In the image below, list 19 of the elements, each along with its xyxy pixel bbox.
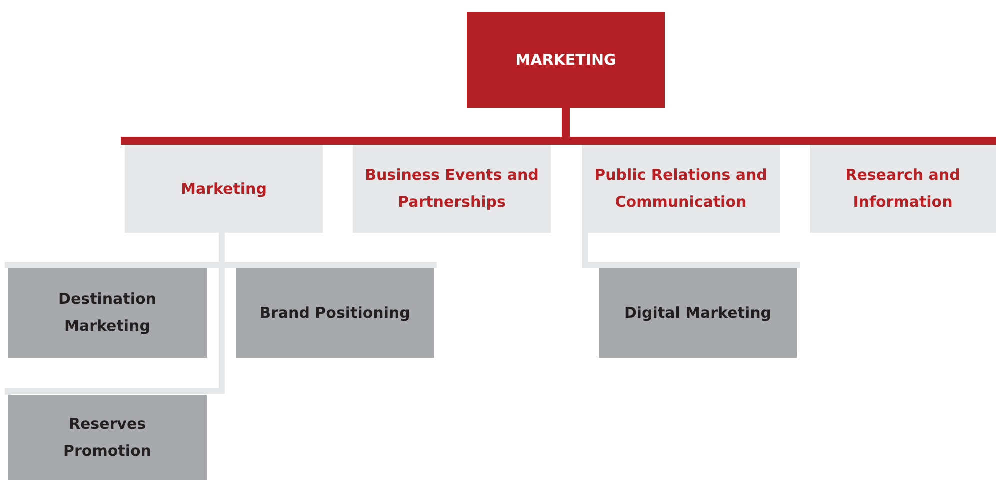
box-label: Research and Information: [844, 165, 962, 213]
department-box: [810, 145, 996, 233]
department-box: [125, 145, 323, 233]
unit-box: [236, 268, 434, 358]
box-label: Public Relations and Communication: [594, 165, 768, 213]
box-label: Marketing: [181, 178, 267, 200]
box-label: Destination Marketing: [58, 289, 158, 337]
unit-box: [599, 268, 797, 358]
box-label: Brand Positioning: [260, 302, 410, 324]
connector-line: [582, 233, 800, 268]
department-box: [582, 145, 780, 233]
title-box: [467, 12, 665, 108]
unit-box: [8, 395, 207, 480]
box-label: MARKETING: [516, 50, 616, 70]
department-box: [353, 145, 551, 233]
unit-box: [8, 268, 207, 358]
box-label: Business Events and Partnerships: [364, 165, 540, 213]
box-label: Reserves Promotion: [62, 414, 152, 462]
box-label: Digital Marketing: [624, 302, 772, 324]
